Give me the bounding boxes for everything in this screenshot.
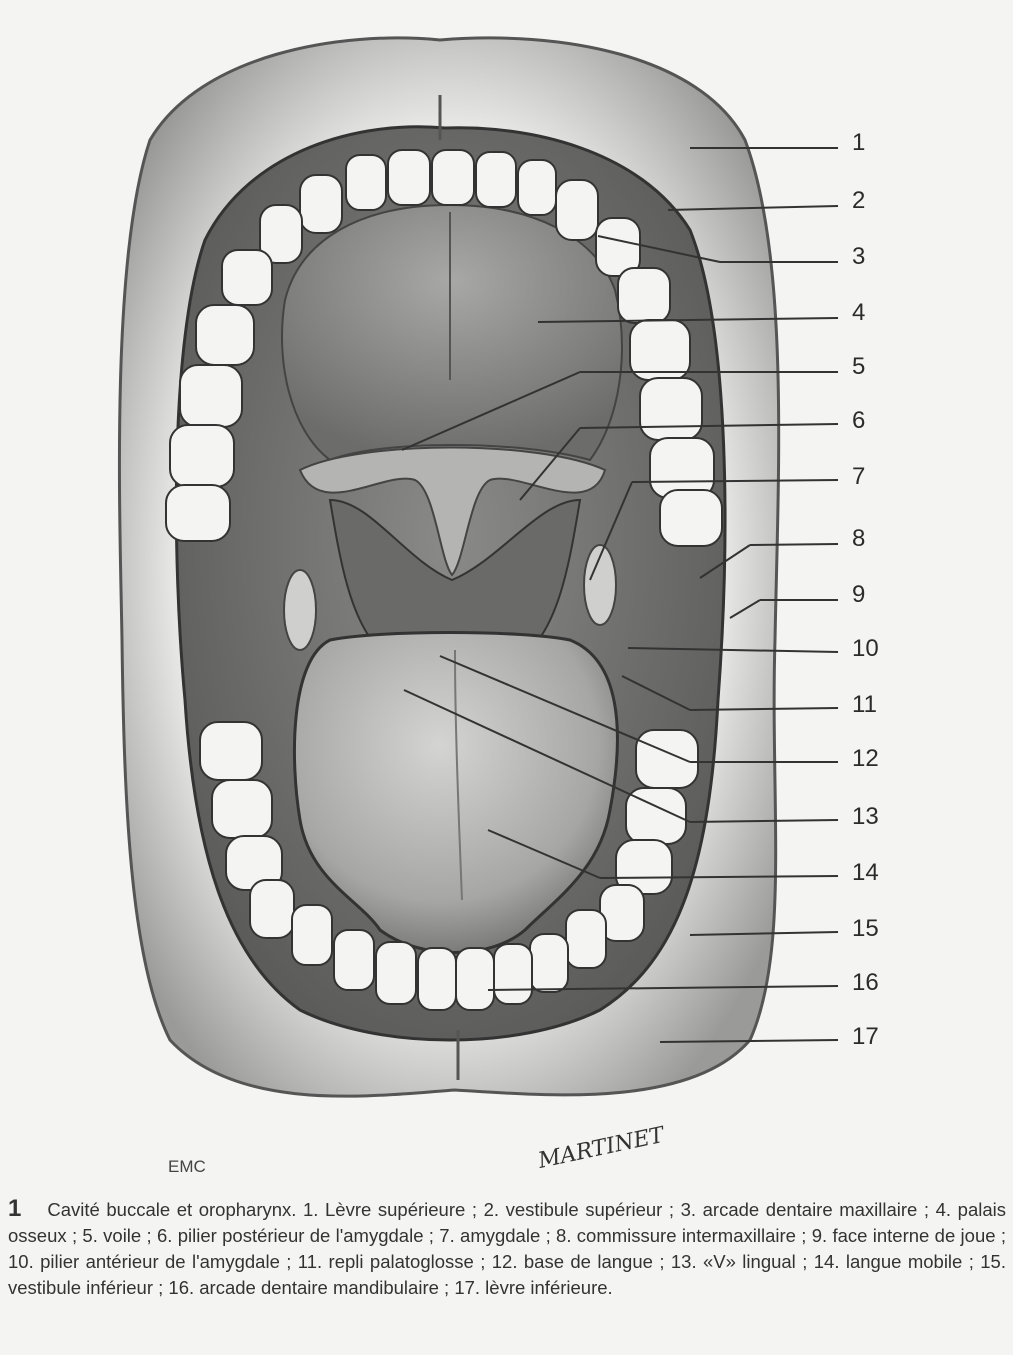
label-1: 1 — [852, 129, 865, 156]
label-13: 13 — [852, 803, 879, 830]
label-14: 14 — [852, 859, 879, 886]
label-10: 10 — [852, 635, 879, 662]
label-11: 11 — [852, 691, 877, 718]
artist-signature: MARTINET — [535, 1122, 669, 1174]
label-9: 9 — [852, 581, 865, 608]
label-2: 2 — [852, 187, 865, 214]
hard-palate — [282, 205, 622, 460]
oral-cavity-illustration: 1 2 3 4 5 6 7 8 9 10 11 12 13 14 15 16 1… — [0, 0, 1013, 1180]
figure-number: 1 — [8, 1195, 21, 1222]
label-8: 8 — [852, 525, 865, 552]
label-17: 17 — [852, 1023, 879, 1050]
label-4: 4 — [852, 299, 865, 326]
label-3: 3 — [852, 243, 865, 270]
label-6: 6 — [852, 407, 865, 434]
label-16: 16 — [852, 969, 879, 996]
publisher-credit: EMC — [168, 1157, 206, 1176]
callout-labels: 1 2 3 4 5 6 7 8 9 10 11 12 13 14 15 16 1… — [852, 129, 879, 1050]
label-7: 7 — [852, 463, 865, 490]
caption-text: Cavité buccale et oropharynx. 1. Lèvre s… — [8, 1199, 1006, 1298]
label-12: 12 — [852, 745, 879, 772]
label-15: 15 — [852, 915, 879, 942]
left-tonsil — [284, 570, 316, 650]
figure-caption: 1Cavité buccale et oropharynx. 1. Lèvre … — [8, 1196, 1006, 1301]
label-5: 5 — [852, 353, 865, 380]
